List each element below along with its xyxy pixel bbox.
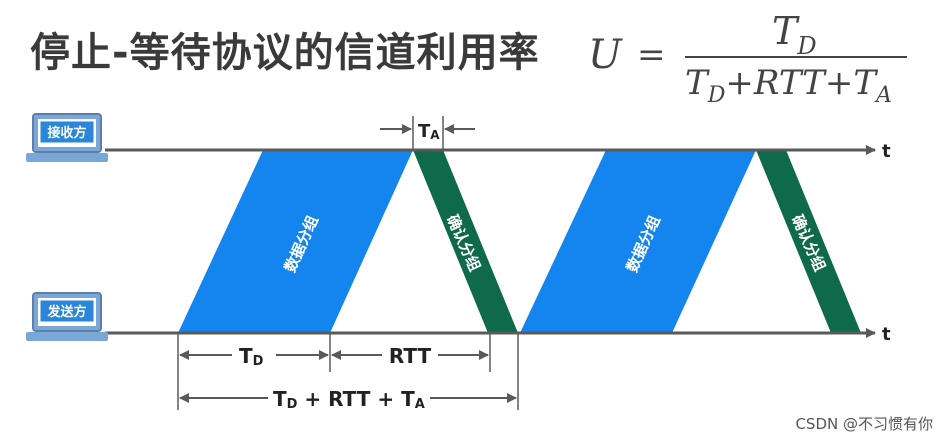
denom-plus1: + [725, 63, 754, 103]
ta-sub: A [430, 128, 440, 142]
denom-t2-main: T [853, 63, 878, 103]
svg-text:TD: TD [239, 344, 264, 369]
data-packet-2 [520, 150, 756, 333]
total-part-2: D [287, 397, 298, 412]
rtt-dimension: RTT [331, 344, 489, 368]
svg-text:TD: TD [772, 9, 817, 60]
td-sub: D [253, 354, 264, 369]
rtt-label: RTT [389, 344, 432, 368]
total-part-1: T [273, 387, 287, 411]
denom-plus2: + [825, 63, 854, 103]
ta-main: T [418, 121, 431, 142]
receiver-axis-label: t [882, 141, 891, 162]
svg-text:TA: TA [418, 121, 440, 142]
formula-equals: = [637, 35, 666, 75]
numerator-main: T [772, 9, 800, 53]
denom-t1-sub: D [707, 83, 726, 108]
ack-packet-2 [756, 150, 861, 333]
svg-text:TD+RTT+TA: TD+RTT+TA [685, 63, 892, 108]
sender-computer-icon: 发送方 [26, 292, 108, 341]
data-packet-1 [178, 150, 413, 333]
svg-text:TD + RTT + TA: TD + RTT + TA [273, 387, 425, 412]
total-dimension: TD + RTT + TA [179, 387, 517, 412]
formula: U = TD TD+RTT+TA [588, 9, 907, 108]
formula-lhs: U [588, 32, 623, 78]
total-part-3: + RTT + T [297, 387, 415, 411]
td-dimension: TD [179, 344, 329, 369]
numerator-sub: D [796, 32, 816, 60]
denom-rtt: RTT [753, 63, 827, 103]
watermark: CSDN @不习惯有你 [795, 415, 933, 433]
denom-t2-sub: A [874, 83, 892, 108]
sender-axis-label: t [882, 324, 891, 345]
denom-t1-main: T [685, 63, 710, 103]
td-main: T [239, 344, 253, 368]
ta-dimension: TA [380, 116, 475, 150]
receiver-label: 接收方 [47, 125, 86, 141]
total-part-4: A [415, 397, 425, 412]
ack-packet-1 [413, 150, 518, 333]
sender-label: 发送方 [46, 304, 86, 320]
page-title: 停止-等待协议的信道利用率 [30, 30, 540, 76]
receiver-computer-icon: 接收方 [26, 113, 108, 162]
